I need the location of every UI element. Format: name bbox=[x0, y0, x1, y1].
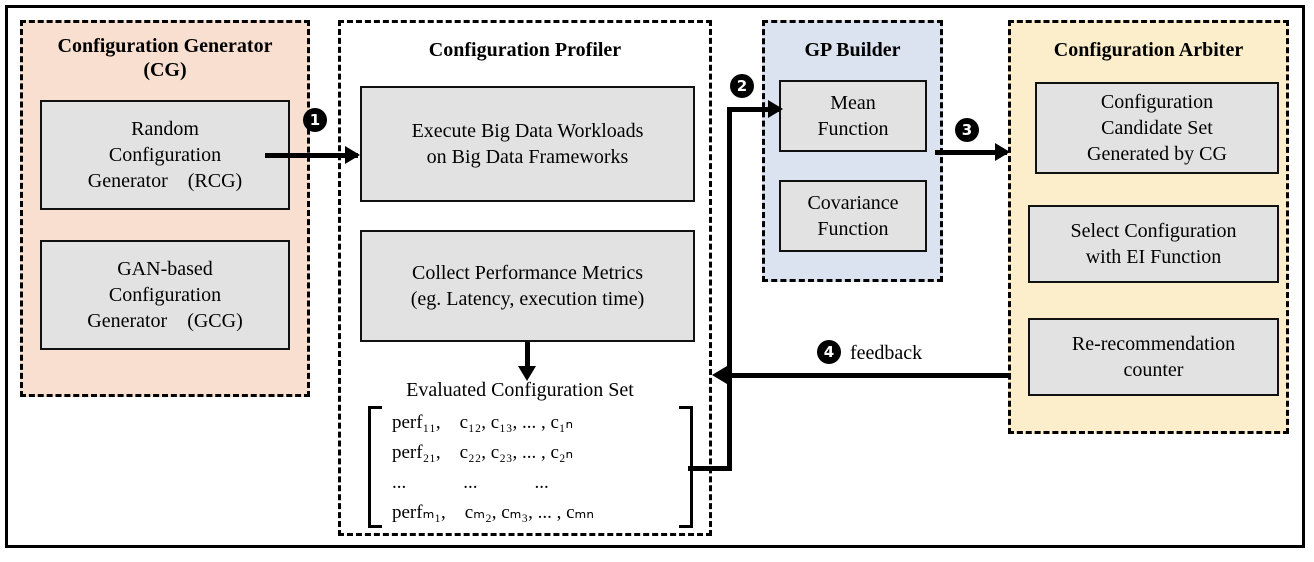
node-random-configuration-generator[interactable]: Random Configuration Generator (RCG) bbox=[40, 100, 290, 210]
panel-configuration-generator-title-line1: Configuration Generator bbox=[57, 35, 273, 57]
edge-3-arrow-head bbox=[995, 143, 1010, 161]
node-covariance-function-line2: Function bbox=[817, 218, 889, 240]
node-collect-performance-metrics[interactable]: Collect Performance Metrics (eg. Latency… bbox=[360, 230, 695, 342]
node-re-recommendation-counter-line2: counter bbox=[1123, 359, 1184, 381]
node-configuration-candidate-set[interactable]: Configuration Candidate Set Generated by… bbox=[1035, 82, 1279, 174]
node-select-configuration-line1: Select Configuration bbox=[1070, 220, 1237, 242]
matrix-evaluated-configuration-set: perf₁₁, c₁₂, c₁₃, ... , c₁ₙ perf₂₁, c₂₂,… bbox=[392, 408, 682, 530]
node-collect-performance-metrics-line1: Collect Performance Metrics bbox=[411, 262, 644, 284]
matrix-row: perf₂₁, c₂₂, c₂₃, ... , c₂ₙ bbox=[392, 442, 574, 463]
edge-3-badge: 3 bbox=[955, 118, 979, 142]
edge-2-line-vertical bbox=[727, 107, 732, 469]
node-random-configuration-generator-line2: Configuration bbox=[108, 144, 222, 166]
edge-2-line-to-mean bbox=[727, 107, 779, 112]
edge-2-arrow-head bbox=[768, 100, 783, 118]
matrix-row: perf₁₁, c₁₂, c₁₃, ... , c₁ₙ bbox=[392, 412, 574, 433]
node-gan-based-configuration-generator-line1: GAN-based bbox=[117, 258, 213, 280]
outer-frame bbox=[5, 5, 1305, 548]
arrow-collect-to-set-head bbox=[518, 366, 536, 381]
node-re-recommendation-counter-line1: Re-recommendation bbox=[1071, 333, 1236, 355]
panel-configuration-arbiter-title: Configuration Arbiter bbox=[1053, 39, 1244, 61]
node-collect-performance-metrics-line2: (eg. Latency, execution time) bbox=[410, 288, 645, 310]
node-covariance-function-line1: Covariance bbox=[807, 192, 899, 214]
node-random-configuration-generator-line1: Random bbox=[131, 118, 199, 140]
matrix-row: perfₘ₁, cₘ₂, cₘ₃, ... , cₘₙ bbox=[392, 502, 594, 523]
edge-4-arrow-head bbox=[712, 366, 727, 384]
node-gan-based-configuration-generator[interactable]: GAN-based Configuration Generator (GCG) bbox=[40, 240, 290, 350]
node-configuration-candidate-set-line3: Generated by CG bbox=[1087, 143, 1227, 165]
edge-1-badge: 1 bbox=[303, 108, 327, 132]
edge-2-line-from-matrix bbox=[688, 466, 732, 471]
node-mean-function-line1: Mean bbox=[830, 92, 876, 114]
arrow-collect-to-set-line bbox=[525, 342, 530, 368]
panel-gp-builder-title: GP Builder bbox=[804, 39, 901, 61]
node-re-recommendation-counter[interactable]: Re-recommendation counter bbox=[1028, 318, 1279, 396]
node-configuration-candidate-set-line1: Configuration bbox=[1100, 91, 1214, 113]
edge-4-label: feedback bbox=[850, 342, 923, 364]
node-configuration-candidate-set-line2: Candidate Set bbox=[1101, 117, 1213, 139]
label-evaluated-configuration-set: Evaluated Configuration Set bbox=[406, 379, 634, 401]
panel-configuration-generator-title-line2: (CG) bbox=[143, 59, 187, 81]
node-gan-based-configuration-generator-line3: Generator (GCG) bbox=[87, 310, 243, 332]
edge-4-line bbox=[725, 373, 1011, 378]
panel-configuration-profiler-title: Configuration Profiler bbox=[428, 39, 622, 61]
edge-2-badge: 2 bbox=[730, 74, 754, 98]
matrix-bracket-left bbox=[368, 406, 382, 528]
node-execute-big-data-workloads-line2: on Big Data Frameworks bbox=[426, 146, 629, 168]
node-random-configuration-generator-line3: Generator (RCG) bbox=[87, 170, 243, 192]
edge-1-line bbox=[265, 153, 358, 158]
node-mean-function-line2: Function bbox=[817, 118, 889, 140]
node-select-configuration-with-ei-function[interactable]: Select Configuration with EI Function bbox=[1028, 205, 1279, 283]
edge-3-line bbox=[935, 150, 1007, 155]
edge-1-arrow-head bbox=[345, 146, 360, 164]
node-gan-based-configuration-generator-line2: Configuration bbox=[108, 284, 222, 306]
node-execute-big-data-workloads[interactable]: Execute Big Data Workloads on Big Data F… bbox=[360, 86, 695, 202]
node-mean-function[interactable]: Mean Function bbox=[779, 80, 927, 152]
node-execute-big-data-workloads-line1: Execute Big Data Workloads bbox=[411, 120, 644, 142]
matrix-row: ... ... ... bbox=[392, 472, 549, 493]
node-select-configuration-line2: with EI Function bbox=[1085, 246, 1222, 268]
node-covariance-function[interactable]: Covariance Function bbox=[779, 180, 927, 252]
edge-4-badge: 4 bbox=[817, 340, 841, 364]
